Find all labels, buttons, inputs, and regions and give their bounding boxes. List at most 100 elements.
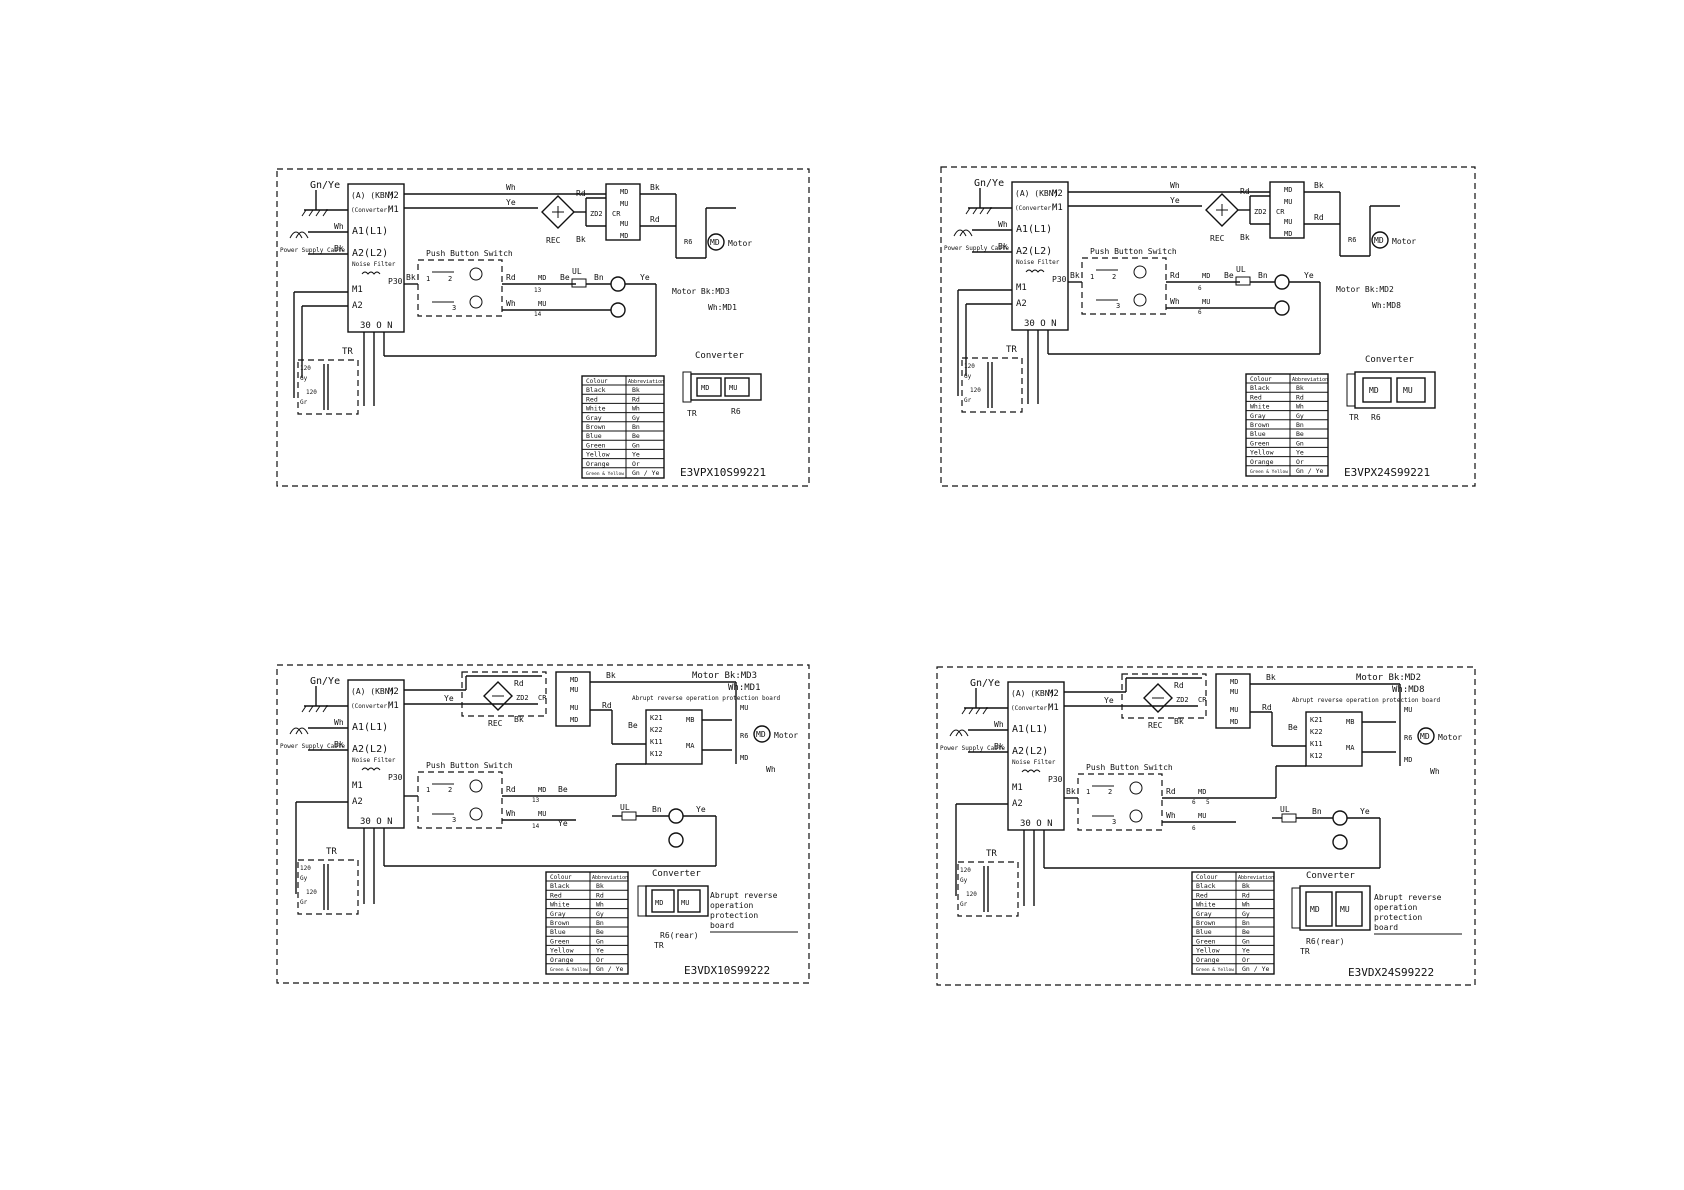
n13-label: 13 (534, 287, 542, 294)
legend-colour: Red (1250, 393, 1262, 401)
power-cable-symbol (953, 207, 1012, 253)
ground-symbol (301, 190, 328, 217)
relay-mu-label: MU (1284, 198, 1292, 206)
relay-md-mu-block (1215, 673, 1251, 729)
legend-colour: Green (1250, 439, 1270, 447)
tr-120a: 120 (300, 865, 311, 872)
converter-inset: Converter MD MU TR R6(rear) Abrupt rever… (637, 869, 798, 950)
abrupt-note-4: board (710, 921, 734, 930)
diagram-svg: Gn/Ye Power Supply Cable Wh Bk (A) (KBN)… (936, 666, 1476, 986)
legend-colour: Brown (586, 423, 606, 431)
legend-abbreviation: Bk (1242, 882, 1250, 890)
motor-note-1: Motor Bk:MD2 (1356, 673, 1421, 683)
switch-n1: 1 (1086, 788, 1090, 796)
ul-label: UL (572, 267, 582, 276)
rd-label-switch: Rd (1170, 271, 1180, 280)
transformer-tr (297, 859, 359, 915)
bk-label: Bk (994, 742, 1004, 751)
mu-motor-label: MU (1404, 706, 1412, 714)
diagram-svg: Gn/Ye Power Supply Cable Wh Bk (A) (KBN)… (276, 664, 810, 984)
switch-n1: 1 (426, 786, 430, 794)
push-button-switch (1077, 773, 1163, 831)
converter-md-label: MD (1369, 386, 1379, 395)
m1b-label: M1 (352, 781, 363, 791)
legend-colour: Green (1196, 937, 1216, 945)
panel-border (276, 664, 810, 984)
transformer-tr (957, 861, 1019, 917)
relay-md2-label: MD (1230, 718, 1238, 726)
legend-colour: Yellow (550, 947, 574, 955)
legend-colour: Green & Yellow (1250, 469, 1288, 475)
legend-abbreviation: Gn (1242, 937, 1250, 945)
mu-brake-icon (1332, 810, 1348, 826)
legend-abbreviation: Gn / Ye (632, 469, 659, 477)
noise-filter-icon (1025, 269, 1045, 273)
legend-abbreviation: Gn / Ye (1296, 467, 1323, 475)
legend-colour: Red (550, 891, 562, 899)
m1-label: M1 (1052, 203, 1063, 213)
motor-m-label: MD (710, 238, 720, 247)
legend-colour: Brown (1250, 421, 1270, 429)
legend-colour: Green & Yellow (1196, 967, 1234, 973)
bk-label-relay: Bk (606, 671, 616, 680)
noise-filter-icon (361, 271, 381, 275)
wh-label: Wh (998, 220, 1008, 229)
rectifier-rec (483, 681, 513, 711)
converter-md-label: MD (655, 899, 663, 907)
k12-label: K12 (1310, 752, 1323, 760)
down-arrow-icon (1133, 293, 1147, 307)
relay-mu2-label: MU (570, 704, 578, 712)
transformer-tr (961, 357, 1023, 413)
ul-limit-switch (1281, 813, 1297, 823)
gnye-label: Gn/Ye (974, 178, 1004, 189)
relay-md-label: MD (1230, 678, 1238, 686)
motor-note-1: Motor Bk:MD3 (692, 671, 757, 681)
legend-colour: Black (1196, 882, 1216, 890)
tr-120b: 120 (970, 387, 981, 394)
bottom-terminals-label: 30 O N (360, 817, 393, 827)
motor-icon (707, 233, 725, 251)
bk-label: Bk (998, 242, 1008, 251)
rectifier-rec (541, 195, 575, 229)
wire-ye-label: Ye (506, 198, 516, 207)
rd-label: Rd (1174, 681, 1184, 690)
k21-label: K21 (650, 714, 663, 722)
md-contact-label: MD (1202, 272, 1210, 280)
a2-label: A2 (352, 797, 363, 807)
legend-colour: Green (550, 937, 570, 945)
switch-n3: 3 (1112, 818, 1116, 826)
motor-label: Motor (728, 239, 752, 248)
converter-tr-label: TR (687, 409, 697, 418)
rd-label-relay: Rd (602, 701, 612, 710)
switch-n1: 1 (426, 275, 430, 283)
ul-label: UL (1236, 265, 1246, 274)
converter-tr-label: TR (1349, 413, 1359, 422)
legend-colour: Black (1250, 384, 1270, 392)
kbn-label: (A) (KBN) (1015, 189, 1058, 198)
legend-colour: Gray (550, 910, 566, 918)
wiring-diagram-e3vdx24: Gn/Ye Power Supply Cable Wh Bk (A) (KBN)… (936, 666, 1476, 986)
converter-inset: Converter MD MU TR R6 (1346, 355, 1436, 422)
p30-label: P30 (1048, 775, 1063, 784)
abrupt-note-2: operation (1374, 903, 1418, 912)
switch-n2: 2 (448, 786, 452, 794)
legend-abbreviation: Bk (596, 882, 604, 890)
k22-label: K22 (650, 726, 663, 734)
legend-abbreviation: Rd (1242, 891, 1250, 899)
push-button-switch (1081, 257, 1167, 315)
wire-wh-label: Wh (506, 183, 516, 192)
legend-header-abbr: Abbreviation (628, 379, 664, 385)
a2-label: A2 (352, 301, 363, 311)
legend-colour: Orange (1196, 956, 1220, 964)
legend-colour: White (1196, 901, 1216, 909)
m1-label: M1 (388, 701, 399, 711)
mu-contact-label: MU (1202, 298, 1210, 306)
bn-label: Bn (1258, 271, 1268, 280)
bottom-terminals-label: 30 O N (1024, 319, 1057, 329)
legend-abbreviation: Ye (1242, 947, 1250, 955)
up-arrow-icon (469, 779, 483, 793)
legend-colour: Orange (550, 956, 574, 964)
legend-header-colour: Colour (1250, 376, 1272, 383)
tr-gy: Gy (960, 877, 968, 884)
ye-label-brake: Ye (640, 273, 650, 282)
